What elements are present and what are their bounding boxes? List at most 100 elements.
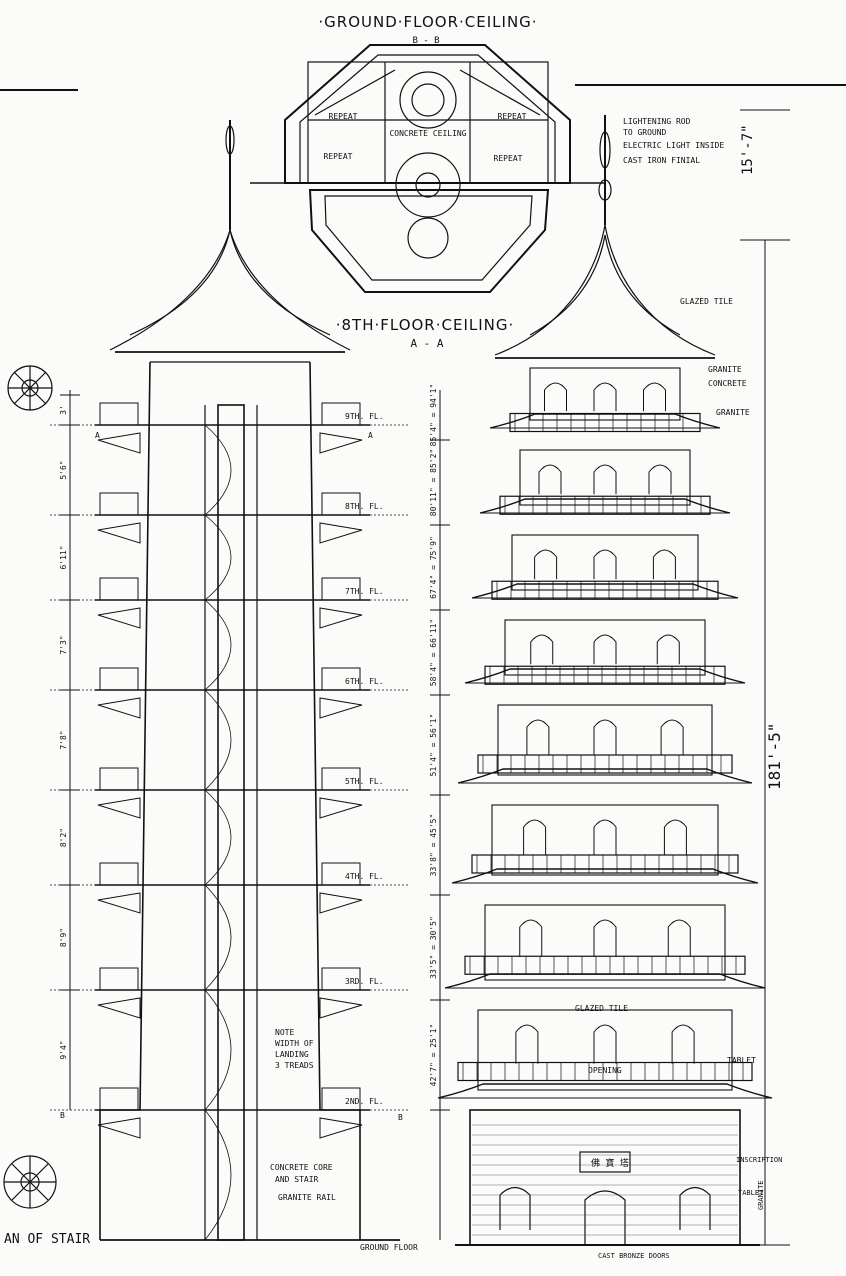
arched-window	[534, 549, 558, 580]
arched-window	[593, 634, 617, 665]
eave-bracket-right	[319, 697, 363, 719]
arched-window	[593, 719, 617, 755]
ceiling-plan-labels: REPEAT CONCRETE CEILING REPEAT REPEAT RE…	[324, 112, 527, 163]
arched-window	[593, 549, 617, 580]
story-wall	[511, 534, 699, 591]
level-dimension-label: 80'11" = 85'2"	[429, 449, 438, 516]
story-height-label: 6'11"	[59, 545, 68, 569]
arched-window	[656, 634, 680, 665]
eave-bracket-right	[319, 997, 363, 1019]
balcony-right	[321, 577, 361, 601]
section-marker-a-2: A	[368, 431, 373, 440]
eave-roof	[489, 413, 721, 429]
balcony-left	[99, 402, 139, 426]
balcony-left	[99, 492, 139, 516]
balcony-left	[99, 767, 139, 791]
callout-granite-top: GRANITE	[708, 365, 742, 374]
story-wall	[529, 367, 681, 421]
story-wall	[484, 904, 726, 981]
callout-glazed-tile: GLAZED TILE	[680, 297, 733, 306]
plan-of-stair-label: AN OF STAIR	[4, 1232, 90, 1247]
eave-bracket-left	[97, 797, 141, 819]
landing-note-2: WIDTH OF	[275, 1039, 314, 1048]
spiral-stair-segment	[204, 884, 232, 991]
level-dimension-label: 58'4" = 66'11"	[429, 619, 438, 686]
section-marker-b-1: B	[60, 1111, 65, 1120]
spiral-stair-segment	[204, 689, 232, 791]
story-wall	[491, 804, 719, 876]
balcony-left	[99, 862, 139, 886]
eave-bracket-left	[97, 892, 141, 914]
level-dimension-label: 42'7" = 25'1"	[429, 1024, 438, 1087]
eave-bracket-left	[97, 697, 141, 719]
arched-window	[519, 919, 543, 957]
floor-label: 9TH. FL.	[345, 412, 384, 421]
floor-label: 8TH. FL.	[345, 502, 384, 511]
arched-window	[526, 719, 550, 755]
spiral-stair-segment	[204, 1109, 232, 1241]
story-wall	[519, 449, 691, 506]
eave-bracket-right	[319, 892, 363, 914]
eave-roof	[451, 868, 759, 884]
base-masonry-pattern	[472, 1124, 738, 1236]
pagoda-elevation	[455, 115, 760, 1246]
repeat-label-3: REPEAT	[494, 154, 523, 163]
landing-note-4: 3 TREADS	[275, 1061, 314, 1070]
eighth-floor-ceiling-title: ·8TH·FLOOR·CEILING·	[336, 316, 515, 334]
balcony-left	[99, 667, 139, 691]
story-height-label: 7'8"	[59, 730, 68, 749]
landing-note-1: NOTE	[275, 1028, 294, 1037]
floor-label: 2ND. FL.	[345, 1097, 384, 1106]
level-dimension-label: 51'4" = 56'1"	[429, 714, 438, 777]
story-height-label: 9'4"	[59, 1040, 68, 1059]
balcony-right	[321, 667, 361, 691]
eighth-section-mark: A - A	[410, 337, 443, 350]
tablet-glyph: 佛 寶 塔	[591, 1157, 629, 1169]
eave-bracket-left	[97, 1117, 141, 1139]
balcony-right	[321, 492, 361, 516]
eave-roof	[464, 668, 746, 684]
story-height-label: 5'6"	[59, 460, 68, 479]
callout-doors: CAST BRONZE DOORS	[598, 1252, 670, 1260]
callout-concrete: CONCRETE	[708, 379, 747, 388]
core-note-2: AND STAIR	[275, 1175, 319, 1184]
spiral-stair-segment	[204, 599, 232, 691]
balcony-right	[321, 967, 361, 991]
balcony-left	[99, 1087, 139, 1111]
balcony-rail	[484, 665, 726, 685]
arched-window	[544, 382, 567, 412]
arched-window	[643, 382, 666, 412]
eave-bracket-left	[97, 997, 141, 1019]
balcony-rail	[491, 580, 719, 600]
overall-dimension-line	[740, 109, 790, 1246]
elevation-level-dimensions: 85'4" = 94'1"80'11" = 85'2"67'4" = 75'9"…	[429, 384, 450, 1111]
callout-granite-mid: GRANITE	[716, 408, 750, 417]
level-dimension-label: 67'4" = 75'9"	[429, 536, 438, 599]
eave-bracket-right	[319, 607, 363, 629]
balcony-rail	[457, 1061, 753, 1082]
spiral-stair-segment	[204, 424, 232, 516]
stair-plan-bottom	[3, 1155, 57, 1209]
arched-window	[593, 464, 617, 495]
story-wall	[497, 704, 713, 776]
callout-tablet-low: TABLET	[738, 1189, 764, 1197]
story-height-label: 3'	[59, 405, 68, 415]
arched-window	[523, 819, 547, 855]
overall-height-dimension: 181'-5"	[765, 723, 784, 790]
balcony-left	[99, 967, 139, 991]
arched-window	[648, 464, 672, 495]
arched-window	[515, 1024, 539, 1064]
repeat-label-2: REPEAT	[324, 152, 353, 161]
level-dimension-label: 33'8" = 45'5"	[429, 814, 438, 877]
callout-inscription: INSCRIPTION	[736, 1156, 782, 1164]
balcony-rail	[477, 754, 733, 774]
balcony-right	[321, 402, 361, 426]
ceiling-plan	[284, 44, 571, 293]
eave-bracket-left	[97, 607, 141, 629]
floor-label: 6TH. FL.	[345, 677, 384, 686]
callout-light: ELECTRIC LIGHT INSIDE	[623, 141, 724, 150]
arched-window	[667, 919, 691, 957]
story-wall	[504, 619, 706, 676]
callout-rod-1: LIGHTENING ROD	[623, 117, 691, 126]
